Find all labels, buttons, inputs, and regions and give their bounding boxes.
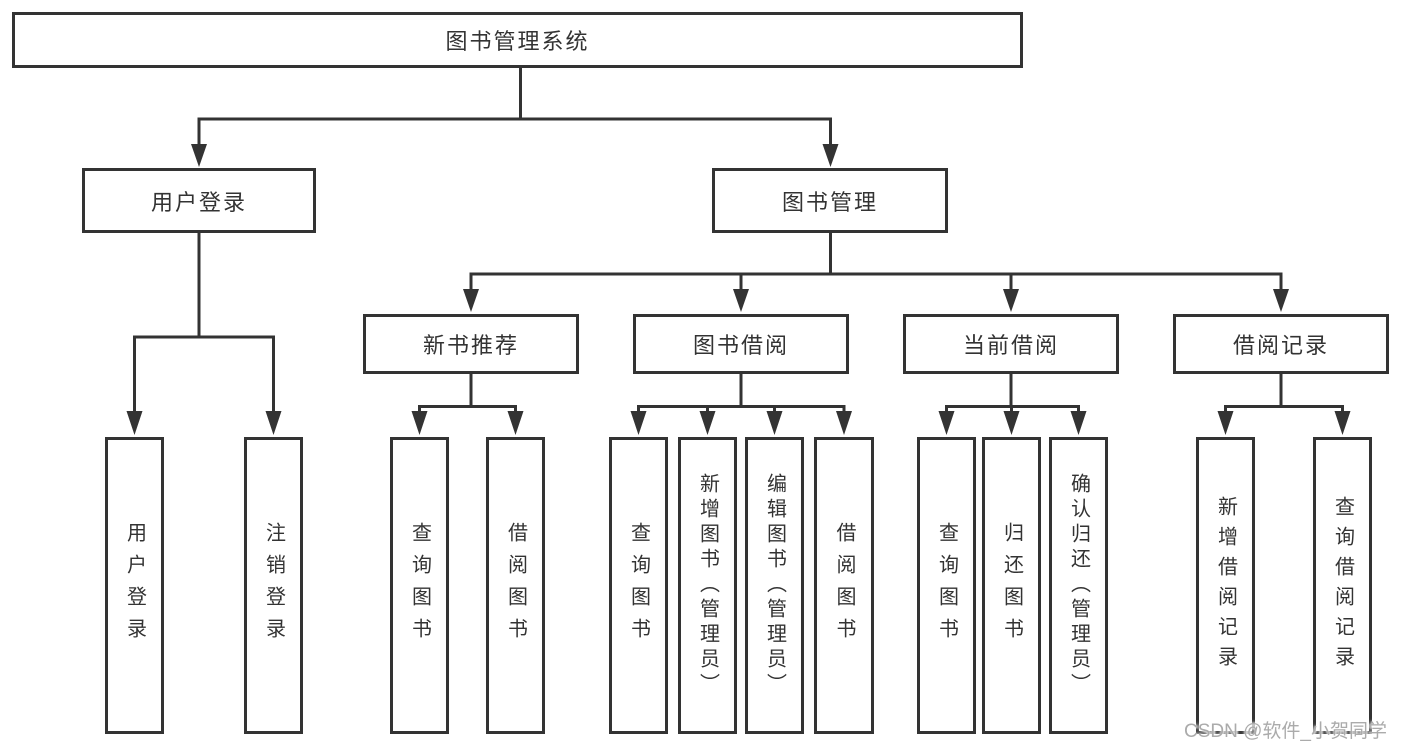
leaf-logout: 注销登录 xyxy=(244,437,303,734)
node-label: 图书管理系统 xyxy=(445,29,590,54)
arrowhead-logout-leaf xyxy=(265,411,282,435)
leaf-label: 借阅图书 xyxy=(833,521,855,650)
leaf-add-borrow-record: 新增借阅记录 xyxy=(1196,437,1255,734)
arrowhead-borrowing xyxy=(733,289,749,312)
leaf-add-books-admin: 新增图书（管理员） xyxy=(678,437,737,734)
leaf-query-borrow-record: 查询借阅记录 xyxy=(1313,437,1372,734)
leaf-confirm-return-admin: 确认归还（管理员） xyxy=(1049,437,1108,734)
arrowhead-g2-leaf1 xyxy=(630,411,647,435)
node-new-book-recommendation: 新书推荐 xyxy=(363,314,579,374)
leaf-label: 新增借阅记录 xyxy=(1214,495,1237,676)
arrowhead-g2-leaf2 xyxy=(699,411,716,435)
leaf-borrow-books-recommend: 借阅图书 xyxy=(486,437,545,734)
leaf-label: 编辑图书（管理员） xyxy=(763,473,786,698)
arrowhead-user-login xyxy=(191,144,207,167)
leaf-label: 借阅图书 xyxy=(504,521,527,650)
connector-group2-rail xyxy=(637,405,846,413)
arrowhead-g1-leaf2 xyxy=(507,411,524,435)
leaf-user-login: 用户登录 xyxy=(105,437,164,734)
leaf-label: 归还图书 xyxy=(1000,521,1023,650)
leaf-return-books: 归还图书 xyxy=(982,437,1041,734)
node-label: 借阅记录 xyxy=(1232,333,1329,358)
arrowhead-g2-leaf4 xyxy=(836,411,852,435)
watermark: CSDN @软件_小贺同学 xyxy=(1184,721,1387,742)
leaf-borrow-books: 借阅图书 xyxy=(814,437,874,734)
node-book-management-branch: 图书管理 xyxy=(712,168,948,233)
arrowhead-g3-leaf1 xyxy=(938,411,955,435)
arrowhead-new-book xyxy=(463,289,479,312)
leaf-query-books-current: 查询图书 xyxy=(917,437,976,734)
leaf-label: 查询图书 xyxy=(408,521,431,650)
node-label: 当前借阅 xyxy=(962,333,1059,358)
arrowhead-g2-leaf3 xyxy=(766,411,783,435)
connector-group4-rail xyxy=(1224,405,1344,413)
connector-level2-rail xyxy=(197,117,832,146)
leaf-edit-books-admin: 编辑图书（管理员） xyxy=(745,437,804,734)
node-borrowing-records: 借阅记录 xyxy=(1173,314,1389,374)
arrowhead-g3-leaf2 xyxy=(1003,411,1020,435)
node-book-borrowing: 图书借阅 xyxy=(633,314,849,374)
leaf-label: 新增图书（管理员） xyxy=(696,473,719,698)
leaf-query-books-borrowing: 查询图书 xyxy=(609,437,668,734)
node-label: 图书管理 xyxy=(781,189,878,215)
leaf-label: 查询图书 xyxy=(935,521,958,650)
node-label: 用户登录 xyxy=(150,189,247,215)
connector-group1-rail xyxy=(418,405,517,413)
node-current-borrowing: 当前借阅 xyxy=(903,314,1119,374)
arrowhead-g4-leaf1 xyxy=(1217,411,1234,435)
node-user-login-branch: 用户登录 xyxy=(82,168,316,233)
leaf-label: 确认归还（管理员） xyxy=(1067,473,1090,698)
leaf-query-books-recommend: 查询图书 xyxy=(390,437,449,734)
arrowhead-current xyxy=(1003,289,1019,312)
arrowhead-book-management xyxy=(822,144,839,167)
node-library-management-system: 图书管理系统 xyxy=(12,12,1023,68)
arrowhead-login-leaf xyxy=(126,411,143,435)
arrowhead-g1-leaf1 xyxy=(411,411,428,435)
leaf-label: 用户登录 xyxy=(123,521,146,650)
connector-login-rail xyxy=(133,335,275,412)
arrowhead-records xyxy=(1273,289,1289,312)
arrowhead-g4-leaf2 xyxy=(1334,411,1351,435)
node-label: 新书推荐 xyxy=(422,333,519,358)
leaf-label: 注销登录 xyxy=(262,521,285,650)
leaf-label: 查询借阅记录 xyxy=(1331,495,1354,676)
connector-level3-rail xyxy=(469,272,1283,290)
leaf-label: 查询图书 xyxy=(627,521,650,650)
node-label: 图书借阅 xyxy=(692,333,789,358)
arrowhead-g3-leaf3 xyxy=(1070,411,1087,435)
